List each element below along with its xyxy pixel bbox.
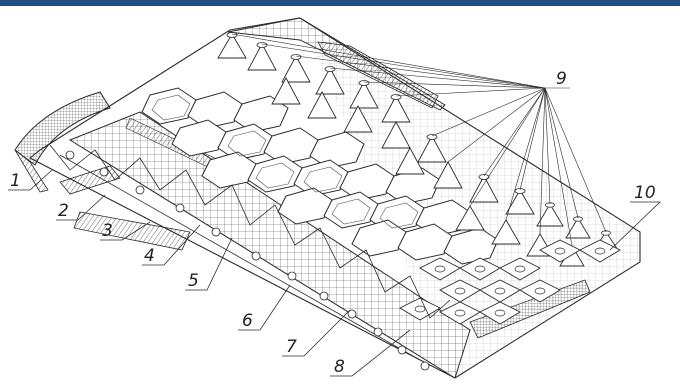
top-skin-grid <box>227 17 446 111</box>
callout-2: 2 <box>58 201 69 221</box>
callout-5: 5 <box>188 271 199 291</box>
cone-caps <box>226 32 611 236</box>
side-ribs <box>49 144 451 361</box>
callout-4: 4 <box>144 246 155 266</box>
callout-6: 6 <box>242 311 253 331</box>
callout-3: 3 <box>102 221 113 241</box>
leader-lines <box>8 169 661 377</box>
leader-lines-9 <box>231 33 607 247</box>
callout-labels: 1 2 3 4 5 6 7 8 9 10 <box>10 69 656 377</box>
callout-10: 10 <box>634 183 656 203</box>
callout-9: 9 <box>556 69 567 89</box>
diamond-cell-holes <box>414 247 606 317</box>
panel-base <box>28 17 641 379</box>
callout-7: 7 <box>286 337 297 357</box>
top-accent-bar <box>0 0 680 6</box>
hexagonal-core <box>141 87 499 265</box>
callout-8: 8 <box>334 357 345 377</box>
diamond-cells <box>399 239 621 325</box>
rib-nodes <box>65 150 430 371</box>
callout-1: 1 <box>10 171 21 191</box>
hexagonal-core-inner <box>151 94 419 229</box>
cone-stiffeners <box>217 33 619 267</box>
